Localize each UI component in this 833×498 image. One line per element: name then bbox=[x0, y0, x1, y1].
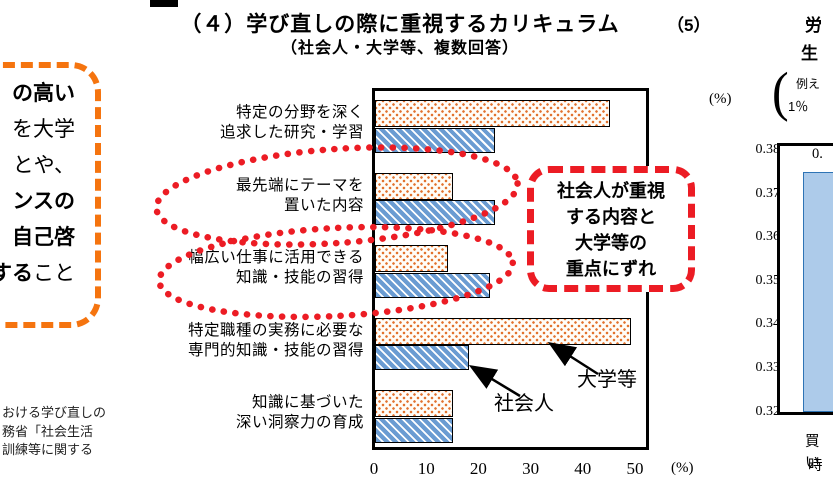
category-label-2: 幅広い仕事に活用できる知識・技能の習得 bbox=[140, 248, 364, 288]
excerpt-segment: する bbox=[0, 262, 33, 285]
bar-adult-2 bbox=[375, 272, 490, 298]
right-y-tick-0.34: 0.34 bbox=[755, 316, 781, 332]
main-chart-subtitle: （社会人・大学等、複数回答） bbox=[280, 40, 519, 57]
excerpt-line-1: を大学 bbox=[0, 112, 75, 148]
right-y-tick-0.38: 0.38 bbox=[755, 142, 781, 157]
category-label-1: 最先端にテーマを置いた内容 bbox=[140, 176, 364, 216]
excerpt-segment: の高い bbox=[12, 82, 75, 105]
mismatch-callout-line-0: 社会人が重視 bbox=[557, 181, 665, 201]
bar-adult-1 bbox=[375, 200, 496, 225]
mismatch-callout-line-2: 大学等の bbox=[575, 233, 647, 253]
right-chart-title-fragment1: 労 bbox=[805, 16, 822, 35]
category-label-line: 知識・技能の習得 bbox=[235, 269, 364, 286]
category-label-line: 追求した研究・学習 bbox=[219, 124, 364, 141]
right-chart-x-label-fragment1: 買い bbox=[805, 434, 820, 471]
bar-adult-0 bbox=[375, 127, 496, 153]
main-chart-title: （４）学び直しの際に重視するカリキュラム bbox=[180, 13, 620, 36]
mismatch-callout-box: 社会人が重視する内容と大学等の重点にずれ bbox=[527, 166, 695, 292]
excerpt-line-2: とや、 bbox=[0, 148, 75, 184]
mismatch-callout-line-1: する内容と bbox=[566, 207, 656, 227]
right-chart-bar bbox=[803, 172, 833, 412]
left-excerpt-callout-box: の高いを大学とや、ンスの自己啓すること bbox=[0, 62, 101, 328]
right-chart-note-bracket: ( bbox=[772, 60, 789, 123]
category-label-line: 最先端にテーマを bbox=[235, 176, 364, 194]
category-label-line: 置いた内容 bbox=[283, 196, 364, 214]
right-y-tick-0.32: 0.32 bbox=[755, 403, 781, 419]
excerpt-segment: を大学 bbox=[12, 118, 75, 141]
right-y-tick-0.35: 0.35 bbox=[755, 272, 781, 288]
right-chart-plot-frame bbox=[777, 143, 833, 415]
source-note: おける学び直しの務省「社会生活訓練等に関する bbox=[2, 404, 106, 460]
main-x-axis-unit: (%) bbox=[671, 460, 694, 476]
bar-university-3 bbox=[375, 317, 631, 345]
x-tick-20: 20 bbox=[469, 459, 487, 478]
category-label-0: 特定の分野を深く追求した研究・学習 bbox=[140, 103, 364, 143]
bar-adult-3 bbox=[375, 345, 469, 370]
x-tick-50: 50 bbox=[626, 459, 644, 478]
right-y-tick-0.36: 0.36 bbox=[755, 229, 781, 245]
bar-university-0 bbox=[375, 100, 610, 127]
bar-adult-4 bbox=[375, 417, 454, 443]
x-tick-0: 0 bbox=[369, 459, 379, 478]
bar-university-1 bbox=[375, 172, 454, 200]
excerpt-segment: こと bbox=[33, 262, 75, 285]
series-label-adult: 社会人 bbox=[494, 393, 554, 415]
right-chart-bar-value-label: 0. bbox=[812, 146, 823, 162]
source-note-line-1: 務省「社会生活 bbox=[2, 423, 94, 439]
excerpt-segment: ンスの bbox=[12, 190, 75, 213]
top-edge-text-fragment bbox=[150, 0, 178, 7]
right-chart-x-label-fragment2: 時 bbox=[808, 458, 823, 474]
category-label-line: 専門的知識・技能の習得 bbox=[187, 341, 364, 359]
excerpt-line-5: すること bbox=[0, 256, 75, 292]
right-chart-note-fragment2: 1％ bbox=[788, 99, 809, 114]
left-excerpt-text: の高いを大学とや、ンスの自己啓すること bbox=[0, 76, 75, 292]
category-label-line: 深い洞察力の育成 bbox=[235, 414, 364, 431]
excerpt-line-4: 自己啓 bbox=[0, 220, 75, 256]
x-tick-40: 40 bbox=[574, 459, 592, 478]
source-note-line-2: 訓練等に関する bbox=[2, 442, 94, 457]
x-tick-30: 30 bbox=[522, 459, 540, 478]
right-chart-title-prefix: （5） bbox=[667, 16, 711, 35]
excerpt-line-0: の高い bbox=[0, 76, 75, 112]
category-label-line: 特定職種の実務に必要な bbox=[187, 321, 364, 339]
bar-university-4 bbox=[375, 390, 454, 417]
category-label-3: 特定職種の実務に必要な専門的知識・技能の習得 bbox=[140, 321, 364, 361]
right-chart-note-fragment1: 例え bbox=[796, 77, 821, 91]
excerpt-segment: 自己啓 bbox=[12, 226, 75, 249]
mismatch-callout-line-3: 重点にずれ bbox=[565, 259, 657, 279]
series-label-university: 大学等 bbox=[577, 369, 637, 391]
source-note-line-0: おける学び直しの bbox=[2, 405, 107, 420]
right-chart-y-unit: (%) bbox=[709, 91, 732, 107]
right-chart-title-fragment2: 生 bbox=[801, 44, 818, 63]
category-label-4: 知識に基づいた深い洞察力の育成 bbox=[140, 393, 364, 433]
category-label-line: 特定の分野を深く bbox=[235, 104, 364, 121]
excerpt-segment: とや、 bbox=[12, 154, 75, 177]
x-tick-10: 10 bbox=[417, 459, 435, 478]
category-label-line: 知識に基づいた bbox=[251, 394, 364, 411]
right-y-tick-0.33: 0.33 bbox=[755, 360, 781, 375]
excerpt-line-3: ンスの bbox=[0, 184, 75, 220]
category-label-line: 幅広い仕事に活用できる bbox=[188, 249, 364, 266]
right-y-tick-0.37: 0.37 bbox=[755, 185, 781, 201]
bar-university-2 bbox=[375, 245, 449, 272]
